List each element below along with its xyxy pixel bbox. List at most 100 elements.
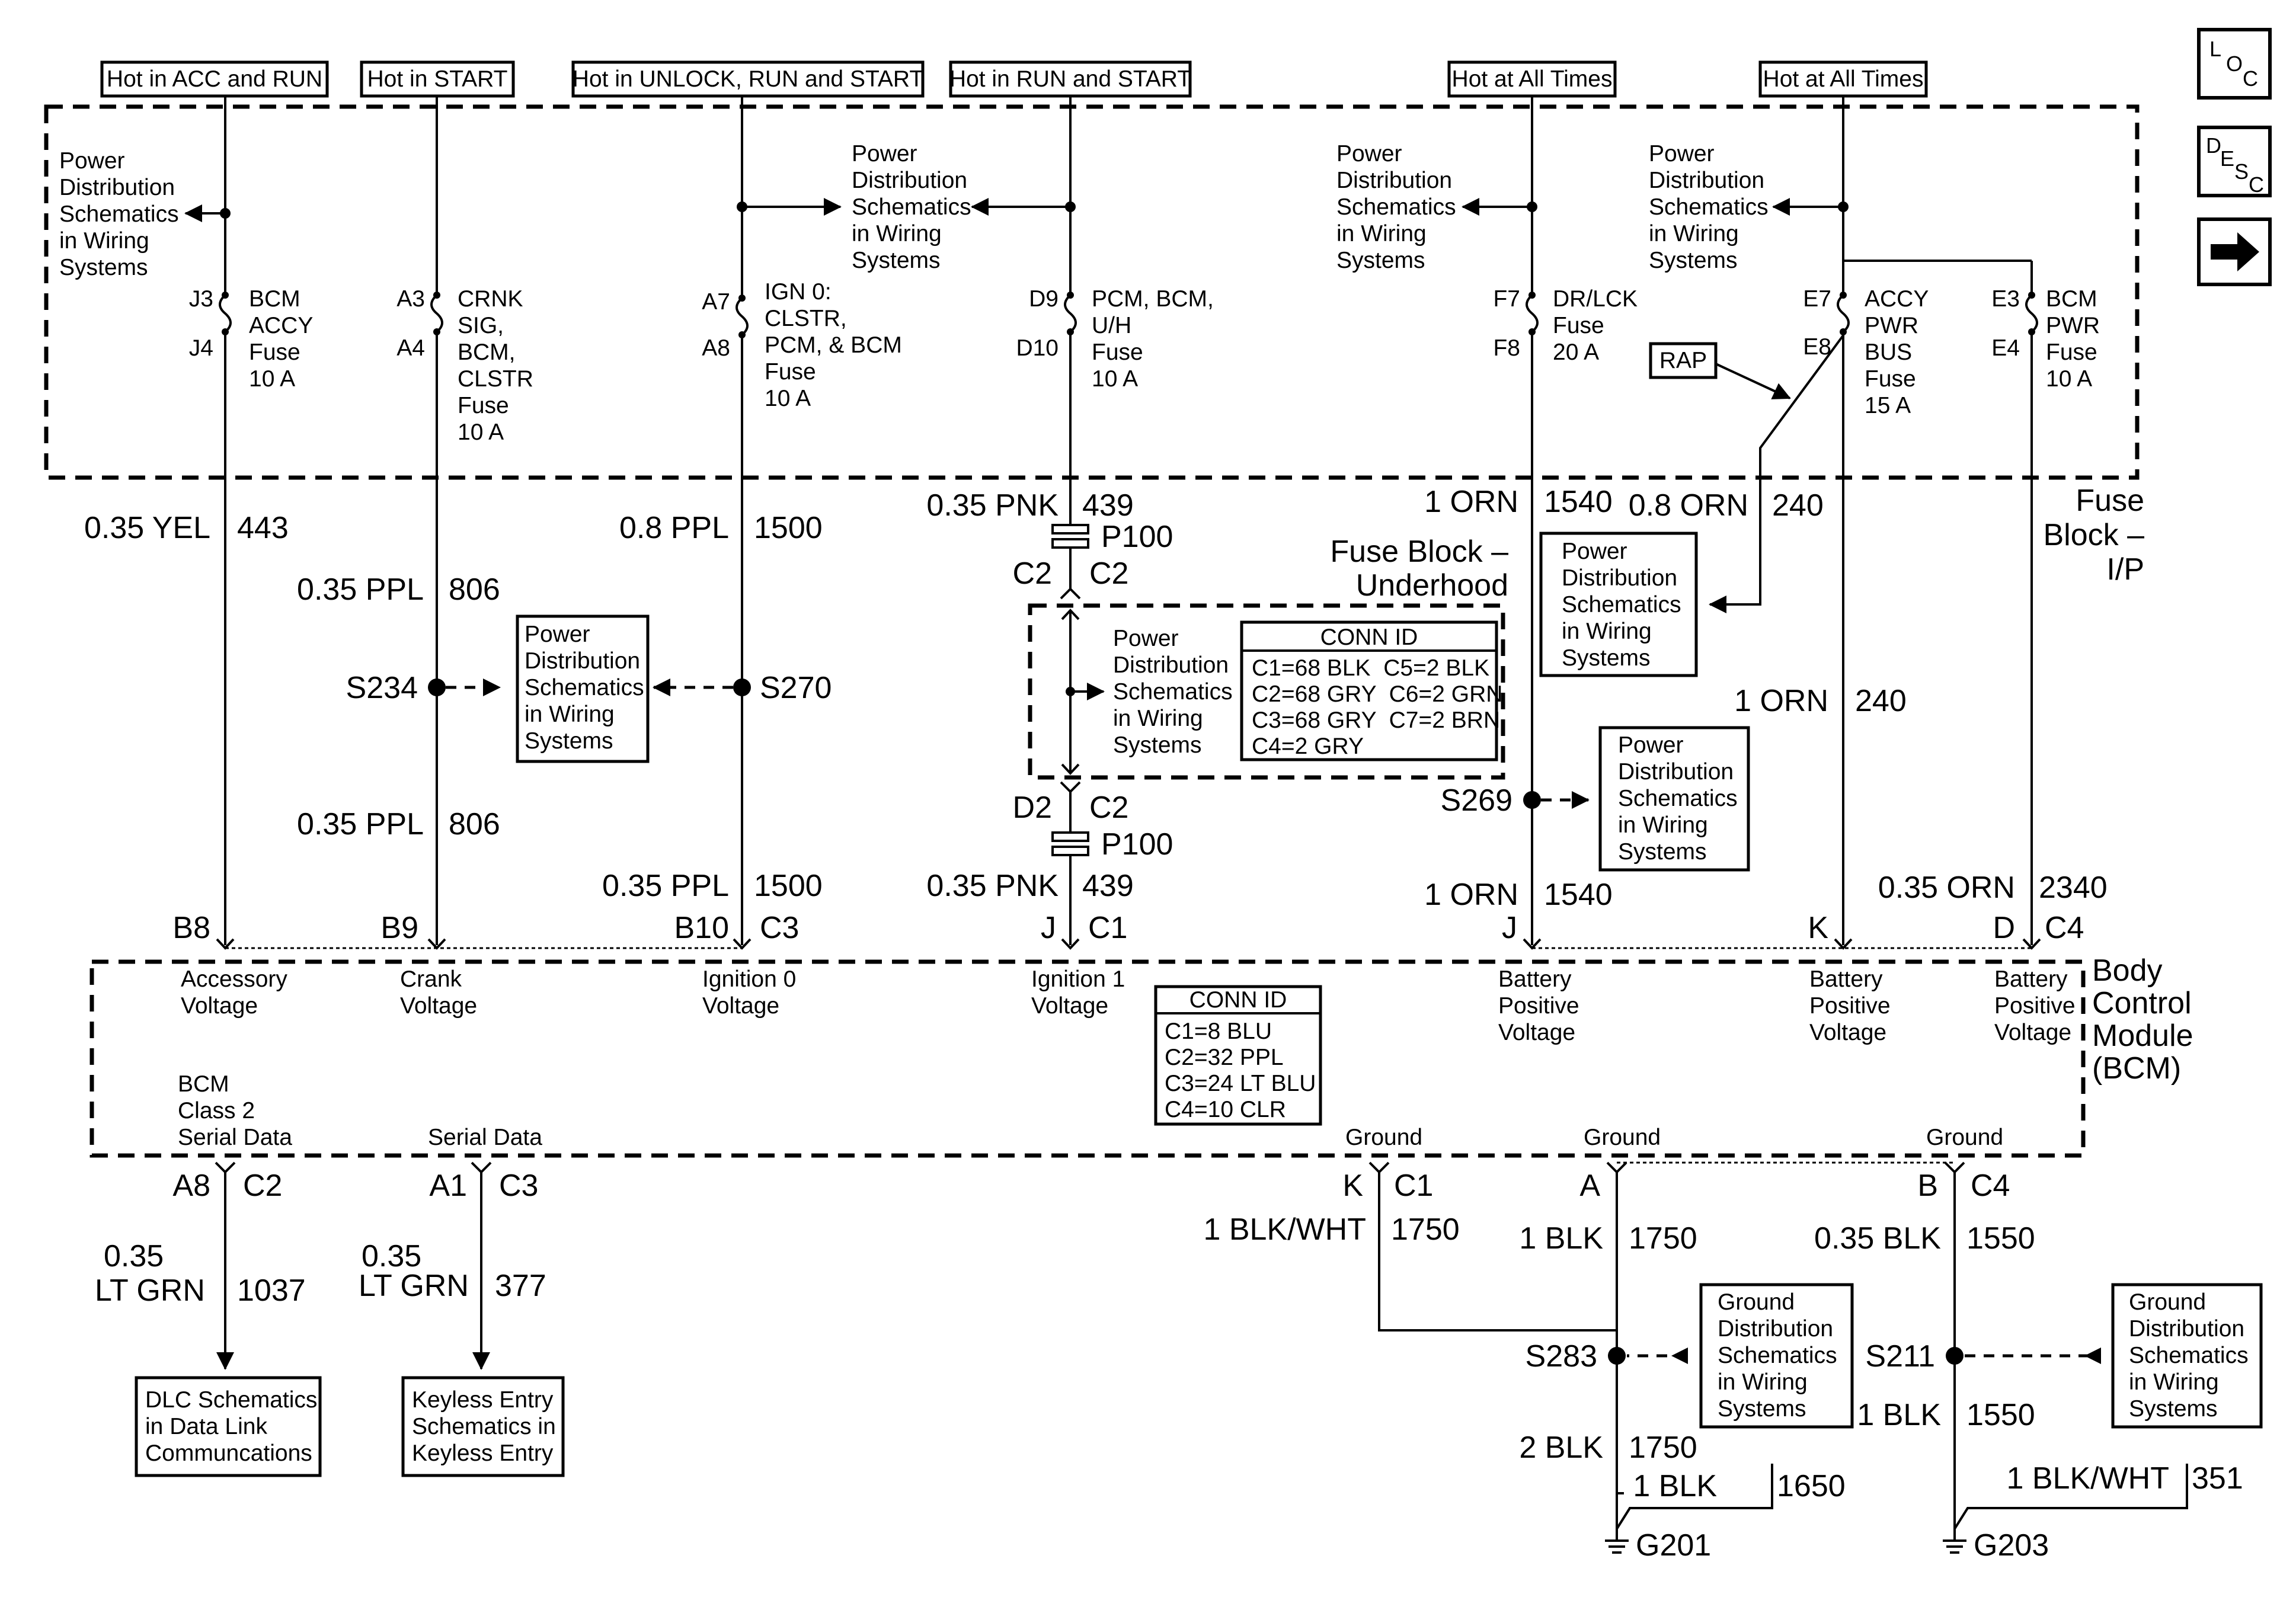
svg-text:806: 806 — [449, 572, 500, 607]
svg-text:1550: 1550 — [1966, 1221, 2035, 1256]
svg-text:1037: 1037 — [237, 1273, 306, 1308]
svg-text:Ground: Ground — [2129, 1289, 2206, 1315]
svg-text:S234: S234 — [346, 671, 418, 705]
svg-text:G203: G203 — [1974, 1528, 2049, 1563]
svg-text:0.35 PNK: 0.35 PNK — [926, 488, 1059, 523]
svg-text:in Wiring: in Wiring — [525, 702, 615, 727]
fuse-block-ip-outline — [44, 104, 2140, 480]
svg-text:Systems: Systems — [1718, 1396, 1806, 1422]
svg-text:10 A: 10 A — [765, 386, 811, 411]
svg-text:Hot in START: Hot in START — [367, 66, 508, 92]
svg-text:Ground: Ground — [1345, 1125, 1422, 1150]
svg-text:in Data Link: in Data Link — [145, 1414, 267, 1439]
svg-text:Systems: Systems — [1113, 732, 1202, 758]
svg-text:CLSTR,: CLSTR, — [765, 306, 847, 331]
svg-text:1 BLK: 1 BLK — [1519, 1221, 1603, 1256]
svg-text:in Wiring: in Wiring — [59, 228, 149, 254]
svg-text:1540: 1540 — [1544, 485, 1613, 519]
svg-text:L: L — [2209, 37, 2221, 61]
underhood-conn-id-table: CONN ID C1=68 BLK C5=2 BLK C2=68 GRY C6=… — [1240, 620, 1502, 761]
wire-1650 — [1616, 1464, 1773, 1530]
svg-text:10 A: 10 A — [458, 420, 504, 445]
svg-text:C4: C4 — [2045, 911, 2084, 945]
splice-s211: S211 — [1865, 1339, 2101, 1374]
svg-text:Voltage: Voltage — [1994, 1020, 2071, 1045]
svg-text:C2: C2 — [1089, 790, 1128, 825]
wire-351 — [1953, 1464, 2188, 1530]
svg-text:Power: Power — [1618, 732, 1684, 758]
svg-text:0.35 PPL: 0.35 PPL — [297, 807, 424, 841]
svg-text:Ground: Ground — [1926, 1125, 2003, 1150]
next-button[interactable] — [2197, 217, 2272, 286]
svg-text:Hot at All Times: Hot at All Times — [1763, 66, 1924, 92]
supply-label-all-times-2: Hot at All Times — [1758, 60, 1928, 98]
svg-text:Fuse: Fuse — [1092, 340, 1143, 365]
svg-text:Systems: Systems — [59, 255, 148, 280]
svg-text:K: K — [1808, 911, 1828, 945]
svg-text:Ground: Ground — [1584, 1125, 1661, 1150]
svg-text:Fuse: Fuse — [1553, 313, 1604, 338]
svg-text:Schematics: Schematics — [1113, 679, 1233, 705]
svg-text:C4: C4 — [1971, 1169, 2010, 1203]
svg-text:J: J — [1502, 911, 1517, 945]
svg-text:in Wiring: in Wiring — [1562, 619, 1652, 644]
svg-text:0.35 YEL: 0.35 YEL — [84, 511, 210, 545]
svg-text:A3: A3 — [396, 286, 425, 312]
svg-text:Voltage: Voltage — [1498, 1020, 1575, 1045]
svg-text:A8: A8 — [172, 1169, 210, 1203]
svg-text:Schematics: Schematics — [2129, 1343, 2249, 1368]
svg-text:Power: Power — [525, 622, 590, 647]
svg-text:CONN ID: CONN ID — [1320, 625, 1418, 650]
fuse-drlck: F7 F8 DR/LCK Fuse 20 A — [1493, 286, 1638, 365]
svg-text:Fuse: Fuse — [1865, 366, 1916, 392]
svg-text:806: 806 — [449, 807, 500, 841]
svg-text:A: A — [1579, 1169, 1600, 1203]
svg-text:J: J — [1041, 911, 1056, 945]
ground-icon — [1605, 1529, 1629, 1554]
svg-text:Body: Body — [2092, 953, 2163, 988]
svg-text:LT GRN: LT GRN — [359, 1269, 469, 1303]
pds-ref-3: Power Distribution Schematics in Wiring … — [1336, 141, 1537, 273]
svg-text:BCM: BCM — [249, 286, 300, 312]
svg-text:1540: 1540 — [1544, 878, 1613, 912]
svg-text:Distribution: Distribution — [2129, 1316, 2244, 1342]
svg-text:P100: P100 — [1101, 520, 1173, 554]
svg-text:240: 240 — [1772, 488, 1824, 523]
svg-text:PCM, & BCM: PCM, & BCM — [765, 332, 902, 358]
svg-text:BCM,: BCM, — [458, 340, 516, 365]
bcm-input-labels: Accessory Voltage Crank Voltage Ignition… — [181, 966, 2076, 1045]
svg-text:B8: B8 — [172, 911, 210, 945]
svg-text:C1: C1 — [1088, 911, 1127, 945]
svg-text:Ignition 1: Ignition 1 — [1031, 966, 1125, 992]
desc-button[interactable]: D E S C — [2197, 126, 2272, 197]
svg-text:Distribution: Distribution — [1113, 652, 1229, 678]
svg-text:20 A: 20 A — [1553, 340, 1599, 365]
svg-text:C1=68 BLK C5=2 BLK: C1=68 BLK C5=2 BLK — [1252, 655, 1489, 681]
svg-text:C2=68 GRY C6=2 GRN: C2=68 GRY C6=2 GRN — [1252, 681, 1502, 707]
splice-s270: S270 — [653, 671, 832, 705]
svg-text:Positive: Positive — [1498, 993, 1579, 1019]
svg-text:Positive: Positive — [1994, 993, 2076, 1019]
svg-text:1 BLK: 1 BLK — [1633, 1469, 1717, 1503]
svg-text:1500: 1500 — [754, 511, 823, 545]
svg-text:Systems: Systems — [1336, 248, 1425, 273]
svg-text:Power: Power — [1336, 141, 1402, 167]
svg-text:D2: D2 — [1013, 790, 1052, 825]
destination-dlc: DLC Schematics in Data Link Communcation… — [135, 1376, 322, 1477]
svg-text:K: K — [1342, 1169, 1363, 1203]
svg-text:in Wiring: in Wiring — [1718, 1369, 1808, 1395]
svg-text:Power: Power — [59, 148, 125, 174]
svg-text:Distribution: Distribution — [1718, 1316, 1833, 1342]
svg-text:C3=68 GRY C7=2 BRN: C3=68 GRY C7=2 BRN — [1252, 708, 1500, 733]
svg-text:A4: A4 — [396, 335, 425, 361]
splice-s234: S234 — [346, 671, 501, 705]
svg-text:ACCY: ACCY — [249, 313, 313, 338]
svg-text:Systems: Systems — [1562, 645, 1651, 671]
svg-text:Systems: Systems — [1649, 248, 1738, 273]
svg-text:in Wiring: in Wiring — [2129, 1369, 2219, 1395]
svg-text:O: O — [2226, 52, 2243, 76]
pds-box-splices: Power Distribution Schematics in Wiring … — [516, 614, 650, 763]
svg-text:1 BLK/WHT: 1 BLK/WHT — [2007, 1461, 2170, 1496]
loc-button[interactable]: L O C — [2197, 28, 2272, 100]
svg-text:Distribution: Distribution — [1618, 759, 1734, 785]
